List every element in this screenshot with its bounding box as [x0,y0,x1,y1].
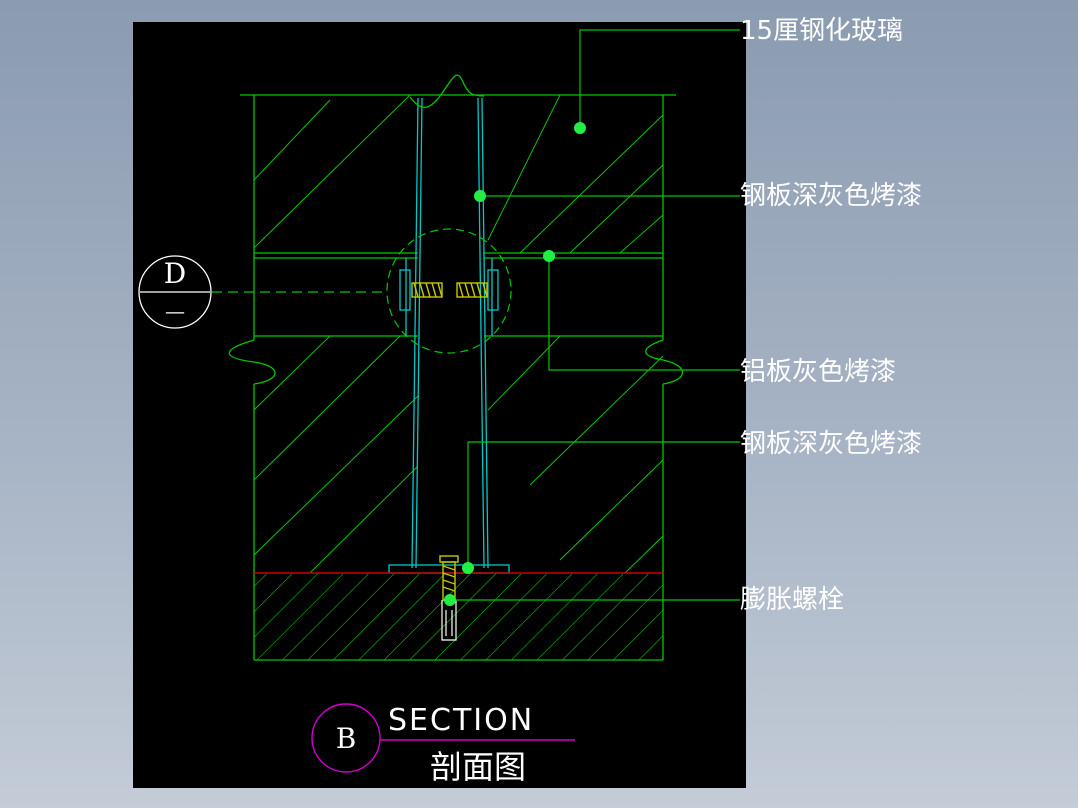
detail-ref-sheet: — [165,299,185,323]
label-aluminum-grey: 铝板灰色烤漆 [740,357,896,387]
label-glass: 15厘钢化玻璃 [740,16,903,46]
upper-wall-hatch [254,95,663,253]
drawing-canvas [133,22,746,788]
glass-fin [411,97,489,569]
leader-dot-steel-2 [462,562,474,574]
lower-wall-hatch [254,336,663,573]
section-title-en: SECTION [388,703,534,738]
section-ref-bubble [311,703,381,773]
detail-ref-letter: D [164,257,186,290]
floor-slab-hatch [254,574,663,660]
label-steel-dark-grey-2: 钢板深灰色烤漆 [740,429,922,459]
bolt-connection [399,258,499,336]
leader-dot-bolt [444,594,456,606]
glass-break-line [409,74,485,109]
label-steel-dark-grey-1: 钢板深灰色烤漆 [740,181,922,211]
anchor-sleeve [441,600,457,641]
section-title-cn: 剖面图 [430,748,526,786]
label-expansion-bolt: 膨胀螺栓 [740,585,844,615]
leader-dot-glass [574,122,586,134]
leader-dot-aluminum [543,250,555,262]
leader-dot-steel-1 [474,190,486,202]
leader-dots [444,122,586,606]
detail-circle [386,228,512,354]
detail-ref-bubble [138,255,212,329]
anchor-bolt [439,555,459,601]
section-ref-letter: B [336,722,357,755]
threaded-rods [411,282,488,298]
leader-lines [450,29,740,601]
